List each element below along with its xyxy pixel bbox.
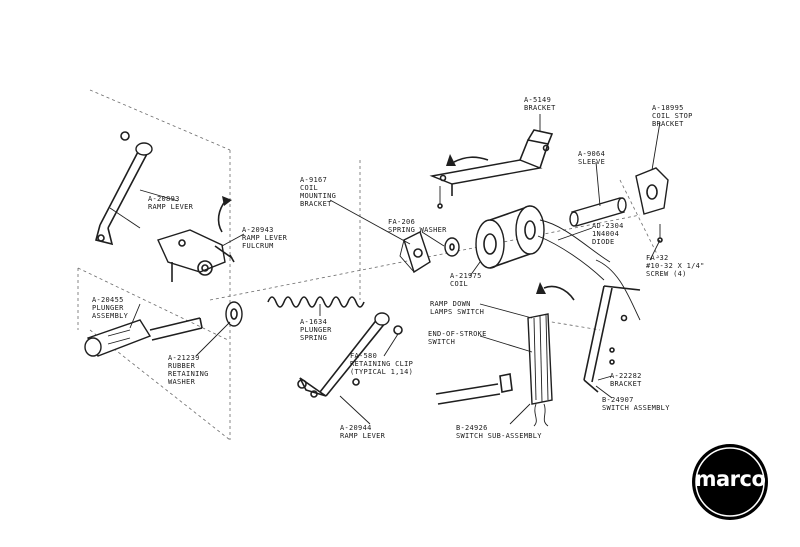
assembly-arrow-icon-2 <box>446 154 489 166</box>
label-fa-32: FA-32#10-32 X 1/4"SCREW (4) <box>646 254 705 278</box>
switch-sub-assembly-part <box>435 313 553 427</box>
spring-washer-part <box>444 237 460 257</box>
assembly-arrow-icon-1 <box>217 196 232 233</box>
ramp-lever-fulcrum-part <box>157 229 235 282</box>
marco-logo-badge <box>692 444 768 520</box>
bracket-5149-part <box>429 129 554 209</box>
ramp-lever-lower-part <box>297 312 403 398</box>
marco-logo: marco <box>688 440 772 524</box>
switch-bracket-part <box>583 285 641 393</box>
plunger-spring-part <box>267 296 365 308</box>
coil-mounting-bracket-part <box>399 231 431 274</box>
logo-text: marco <box>694 467 766 491</box>
assembly-arrow-icon-3 <box>536 282 575 301</box>
rubber-washer-part <box>225 301 243 327</box>
coil-stop-bracket-part <box>635 167 669 243</box>
ramp-lever-upper-part <box>95 131 153 246</box>
sleeve-part <box>569 197 627 227</box>
assembly-guide-lines <box>77 89 661 441</box>
logo-circle <box>692 444 768 520</box>
plunger-assembly-part <box>84 317 203 357</box>
